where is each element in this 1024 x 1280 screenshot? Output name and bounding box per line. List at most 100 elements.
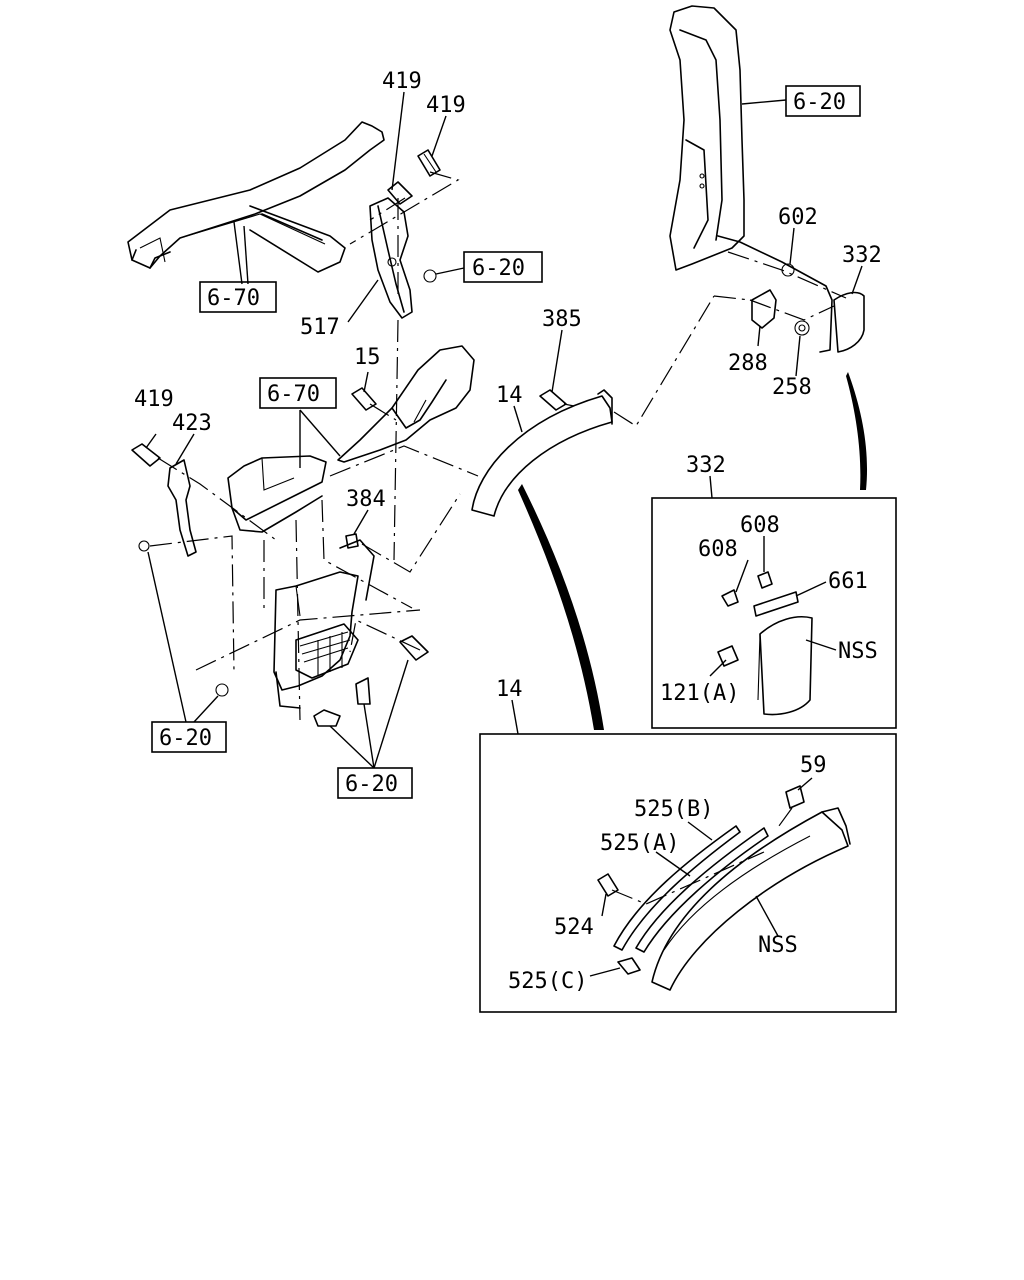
label-419-top-a[interactable]: 419 <box>382 69 422 94</box>
leader-6-70b <box>243 225 249 285</box>
label-524[interactable]: 524 <box>554 915 594 940</box>
wheel-arch-bracket <box>337 345 475 463</box>
label-608-a[interactable]: 608 <box>698 537 738 562</box>
leader-384 <box>353 509 369 535</box>
strip-525b <box>613 825 741 951</box>
ref-box-6-20-left[interactable] <box>151 721 227 753</box>
ref-6-20-pillar[interactable]: 6-20 <box>793 90 846 115</box>
leader-517 <box>347 279 379 323</box>
bolt-384 <box>345 533 359 549</box>
label-59[interactable]: 59 <box>800 753 827 778</box>
ref-6-20-bottom[interactable]: 6-20 <box>345 772 398 797</box>
leader-6-20-left-a <box>147 551 187 723</box>
dash-517-down <box>393 319 399 561</box>
leader-419b <box>431 115 447 157</box>
label-525b[interactable]: 525(B) <box>634 797 713 822</box>
dash-lower-bolts <box>349 619 421 653</box>
leader-525a <box>655 851 691 877</box>
label-525c[interactable]: 525(C) <box>508 969 587 994</box>
dash-pillar-288 <box>713 295 751 301</box>
label-385[interactable]: 385 <box>542 307 582 332</box>
label-419-top-b[interactable]: 419 <box>426 93 466 118</box>
leader-332-detail <box>709 475 713 499</box>
leader-423 <box>175 433 195 465</box>
leader-6-70-mid-a <box>299 409 341 457</box>
bracket-517 <box>369 197 413 319</box>
leader-14 <box>513 405 523 433</box>
leader-525c <box>589 967 621 977</box>
leader-121a <box>709 659 727 677</box>
callout-arc-14 <box>518 484 604 730</box>
leader-6-70a <box>233 221 243 285</box>
clip-59 <box>785 785 805 809</box>
strip-525a <box>635 827 769 953</box>
nut-left-lower <box>215 683 229 697</box>
dash-384 <box>361 493 461 573</box>
nut-6-20 <box>423 269 437 283</box>
ref-box-6-20-pillar[interactable] <box>785 85 861 117</box>
bracket-423 <box>167 459 197 557</box>
leader-6-20-pillar <box>741 99 787 105</box>
leader-6-20-bottom-a <box>373 659 409 769</box>
leader-602 <box>789 227 795 265</box>
ref-box-6-20-bottom[interactable] <box>337 767 413 799</box>
dash-step-v2 <box>295 519 301 721</box>
ref-box-6-70-top[interactable] <box>199 281 277 313</box>
ref-6-70-mid[interactable]: 6-70 <box>267 382 320 407</box>
leader-661 <box>795 581 827 597</box>
bolt-15 <box>351 387 377 411</box>
leader-419a <box>391 91 405 191</box>
label-258[interactable]: 258 <box>772 375 812 400</box>
dash-step-v3 <box>321 499 413 609</box>
leader-nss-332 <box>805 639 837 651</box>
leader-332 <box>851 265 863 295</box>
cover-nss <box>757 616 813 716</box>
label-15[interactable]: 15 <box>354 345 381 370</box>
liner-14-detail <box>651 807 851 991</box>
label-423[interactable]: 423 <box>172 411 212 436</box>
cab-pillar <box>669 5 833 353</box>
label-517[interactable]: 517 <box>300 315 340 340</box>
label-288[interactable]: 288 <box>728 351 768 376</box>
dash-15 <box>369 403 397 421</box>
ref-box-6-70-mid[interactable] <box>259 377 337 409</box>
label-332-detail[interactable]: 332 <box>686 453 726 478</box>
frame-crossmember <box>127 121 385 273</box>
leader-288 <box>757 325 761 347</box>
leader-6-20-left-b <box>193 695 219 723</box>
ref-box-6-20-nut[interactable] <box>463 251 543 283</box>
leader-385 <box>551 329 563 393</box>
nut-left-upper <box>138 540 150 552</box>
label-14[interactable]: 14 <box>496 383 523 408</box>
label-419-left[interactable]: 419 <box>134 387 174 412</box>
leader-6-20-bottom-b <box>363 703 375 769</box>
label-608-b[interactable]: 608 <box>740 513 780 538</box>
step-bracket-assembly <box>227 455 375 709</box>
label-nss-332[interactable]: NSS <box>838 639 878 664</box>
leader-258 <box>795 335 801 377</box>
bolt-419-left <box>131 443 161 467</box>
label-602[interactable]: 602 <box>778 205 818 230</box>
ref-6-20-left[interactable]: 6-20 <box>159 726 212 751</box>
clip-608-a <box>721 589 739 607</box>
label-525a[interactable]: 525(A) <box>600 831 679 856</box>
bolt-385 <box>539 389 567 411</box>
dash-524 <box>611 851 765 905</box>
dash-pillar-258 <box>749 299 835 321</box>
dash-419-upper <box>349 171 460 245</box>
leader-524 <box>601 893 607 917</box>
dash-step-mid <box>195 609 421 671</box>
label-14-detail[interactable]: 14 <box>496 677 523 702</box>
label-121a[interactable]: 121(A) <box>660 681 739 706</box>
bolt-419-lower <box>387 181 413 205</box>
label-661[interactable]: 661 <box>828 569 868 594</box>
label-384[interactable]: 384 <box>346 487 386 512</box>
dash-59 <box>775 807 793 831</box>
ref-6-20-nut[interactable]: 6-20 <box>472 256 525 281</box>
leader-15 <box>363 371 369 393</box>
bolt-lower-3 <box>313 709 341 727</box>
label-nss-14[interactable]: NSS <box>758 933 798 958</box>
leader-59 <box>797 777 813 791</box>
ref-6-70-top[interactable]: 6-70 <box>207 286 260 311</box>
label-332[interactable]: 332 <box>842 243 882 268</box>
